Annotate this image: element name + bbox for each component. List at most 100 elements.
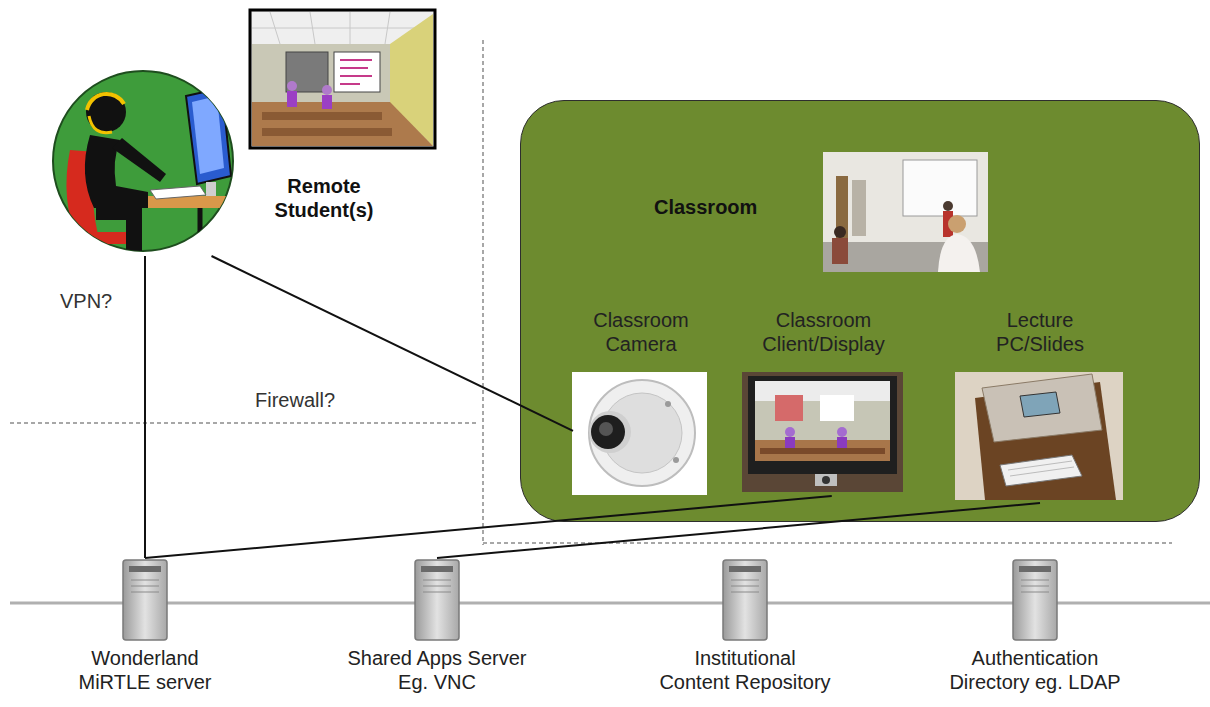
boundary-dash [10, 40, 1172, 545]
lectern-photo [1020, 392, 1060, 417]
lectern-photo [955, 372, 1123, 500]
classroom-photo [852, 180, 866, 236]
server-icon [731, 580, 759, 592]
node-label: Shared Apps Server Eg. VNC [340, 646, 535, 694]
virtual-screenshot [250, 10, 435, 148]
camera-photo [572, 372, 707, 495]
virtual-screenshot [334, 52, 380, 92]
student-icon [192, 96, 224, 174]
server-icon [421, 566, 453, 572]
network-link [212, 256, 574, 431]
student-icon [186, 88, 231, 184]
virtual-screenshot [322, 95, 332, 109]
classroom-photo [948, 215, 966, 233]
student-icon [86, 92, 126, 132]
virtual-screenshot [252, 44, 390, 102]
virtual-screenshot [340, 60, 372, 84]
camera-photo [665, 401, 671, 407]
lectern-photo [1008, 461, 1074, 476]
server-icon [1021, 580, 1049, 592]
server-icon [129, 566, 161, 572]
camera-photo [673, 457, 679, 463]
student-icon [112, 138, 166, 182]
classroom-photo [832, 238, 848, 264]
camera-photo [572, 372, 707, 495]
server-icon [423, 580, 451, 592]
student-icon [150, 186, 206, 199]
network-link [144, 256, 146, 558]
virtual-screenshot [322, 85, 332, 95]
lectern-photo [1000, 455, 1082, 486]
node-label: Authentication Directory eg. LDAP [940, 646, 1130, 694]
camera-photo [589, 380, 695, 486]
camera-photo [589, 411, 631, 453]
server-icon [723, 560, 767, 640]
node-label: Wonderland MiRTLE server [65, 646, 225, 694]
server-icon [123, 560, 167, 640]
virtual-screenshot [286, 52, 328, 92]
virtual-screenshot [250, 10, 435, 148]
network-link [437, 503, 1040, 558]
display-photo [785, 437, 795, 449]
student-icon [198, 208, 203, 255]
student-icon [53, 71, 240, 255]
server-icon [723, 560, 767, 640]
student-icon [96, 206, 142, 252]
server-icon [415, 560, 459, 640]
classroom-photo [943, 201, 953, 211]
server-icon [1013, 560, 1057, 640]
server-icon [131, 580, 159, 592]
lectern-photo [982, 374, 1102, 442]
virtual-screenshot [252, 102, 433, 146]
note-label: Firewall? [255, 388, 335, 412]
node-label: Classroom Camera [576, 308, 706, 356]
display-photo [755, 440, 890, 461]
classroom-photo [823, 152, 988, 242]
virtual-screenshot [250, 10, 435, 148]
display-photo [748, 376, 897, 474]
node-label: Classroom Client/Display [754, 308, 894, 356]
display-photo [760, 448, 885, 454]
lectern-photo [955, 372, 1123, 500]
virtual-screenshot [262, 128, 392, 136]
display-photo [785, 427, 795, 437]
node-label: Institutional Content Repository [658, 646, 832, 694]
display-photo [742, 372, 903, 492]
student-icon [87, 94, 124, 110]
student-icon [89, 116, 112, 133]
display-photo [837, 427, 847, 437]
boundary-dash [10, 422, 478, 424]
node-label: Remote Student(s) [268, 174, 380, 222]
display-photo [822, 476, 830, 484]
display-photo [815, 474, 837, 486]
camera-photo [591, 415, 625, 449]
classroom-photo [823, 152, 988, 272]
server-icon [123, 560, 167, 640]
network-link [145, 496, 832, 558]
node-label: Classroom [654, 195, 757, 219]
display-photo [755, 381, 890, 461]
display-photo [837, 437, 847, 449]
student-icon [53, 71, 233, 251]
classroom-photo [834, 226, 846, 238]
camera-photo [599, 422, 613, 436]
display-photo [742, 372, 903, 492]
virtual-screenshot [262, 112, 382, 120]
classroom-photo [938, 234, 980, 272]
server-icon [123, 560, 1057, 640]
server-icon [729, 566, 761, 572]
student-icon [66, 88, 240, 255]
note-label: VPN? [60, 289, 112, 313]
server-icon [415, 560, 459, 640]
server-icon [1013, 560, 1057, 640]
display-photo [775, 395, 803, 421]
classroom-photo [823, 152, 988, 272]
virtual-screenshot [287, 81, 297, 91]
server-icon [1019, 566, 1051, 572]
display-photo [820, 395, 854, 421]
classroom-photo [903, 160, 977, 216]
virtual-screenshot [287, 91, 297, 107]
student-icon [206, 182, 216, 196]
boundary-dash [482, 40, 484, 545]
node-label: Lecture PC/Slides [985, 308, 1095, 356]
